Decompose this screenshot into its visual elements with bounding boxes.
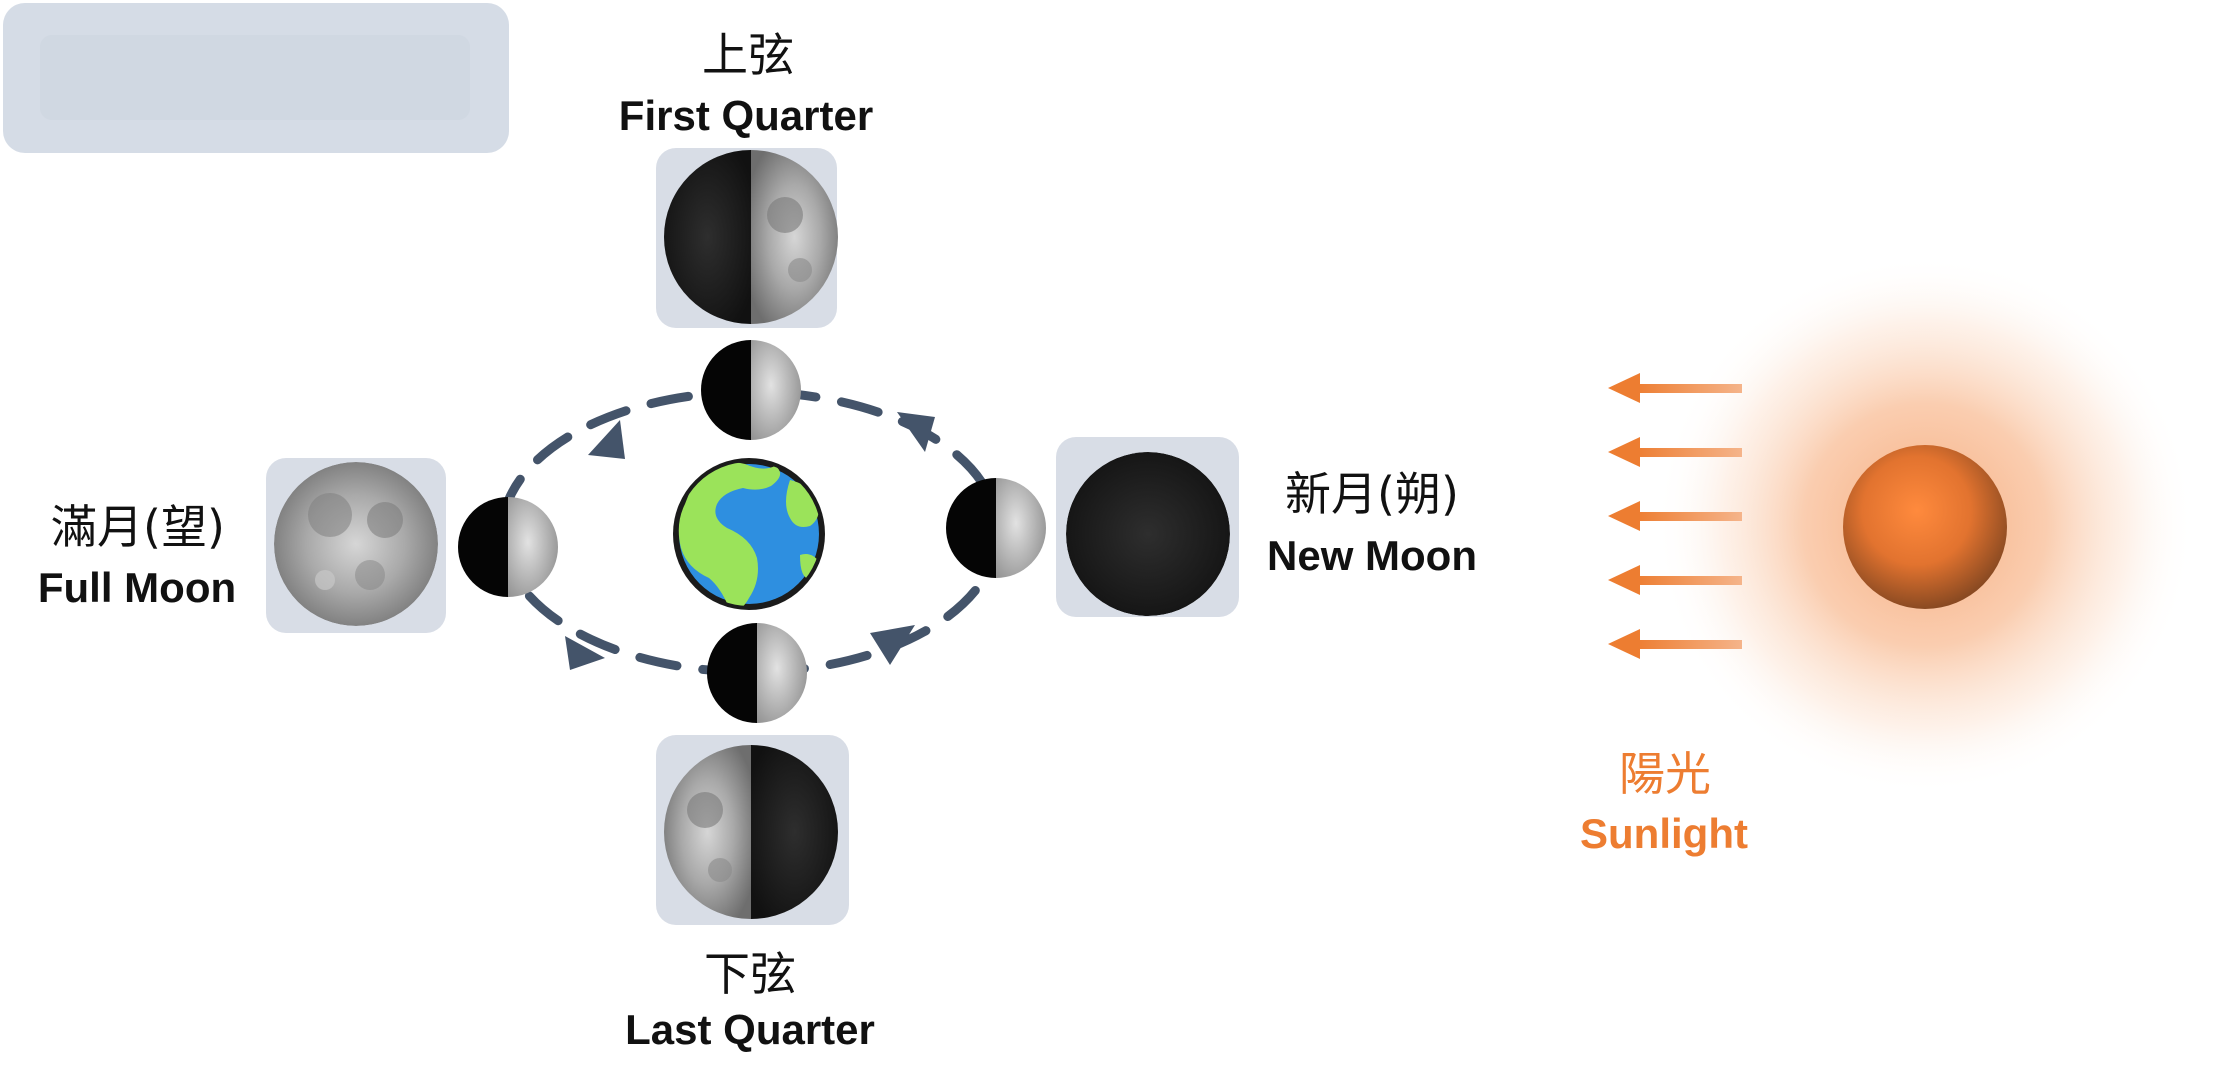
orbit-arrow-upper-right [897, 412, 935, 452]
sunlight-arrow [1608, 437, 1742, 467]
first-quarter-label-zh: 上弦 [702, 28, 794, 82]
sunlight-arrow [1608, 373, 1742, 403]
last-quarter-label-zh: 下弦 [704, 947, 796, 1001]
new-moon-label-zh: 新月(朔) [1285, 467, 1459, 521]
moon-icon [701, 340, 801, 440]
sunlight-arrow [1608, 565, 1742, 595]
moon-icon [274, 462, 438, 626]
moon-icon [1066, 452, 1230, 616]
sun-icon [1843, 445, 2007, 609]
orbit-arrow-lower-left [565, 636, 605, 670]
last-quarter-label-en: Last Quarter [625, 1006, 875, 1053]
first-quarter-label-en: First Quarter [619, 92, 873, 139]
moon-icon [664, 150, 838, 324]
sunlight-label-zh: 陽光 [1619, 747, 1711, 801]
new-moon-label-en: New Moon [1267, 532, 1477, 579]
full-moon-label-en: Full Moon [38, 564, 236, 611]
moon-icon [458, 497, 558, 597]
moon-icon [946, 478, 1046, 578]
full-moon-label-zh: 滿月(望) [51, 500, 225, 554]
moon-icon [664, 745, 838, 919]
orbit-arrow-upper-left [588, 420, 625, 459]
sunlight-label-en: Sunlight [1580, 810, 1748, 857]
moon-icon [707, 623, 807, 723]
earth-icon [673, 458, 825, 610]
sunlight-arrows [1608, 373, 1742, 659]
placeholder-inner [40, 35, 470, 120]
orbit-arrow-lower-right [870, 625, 915, 665]
sunlight-arrow [1608, 501, 1742, 531]
sunlight-arrow [1608, 629, 1742, 659]
